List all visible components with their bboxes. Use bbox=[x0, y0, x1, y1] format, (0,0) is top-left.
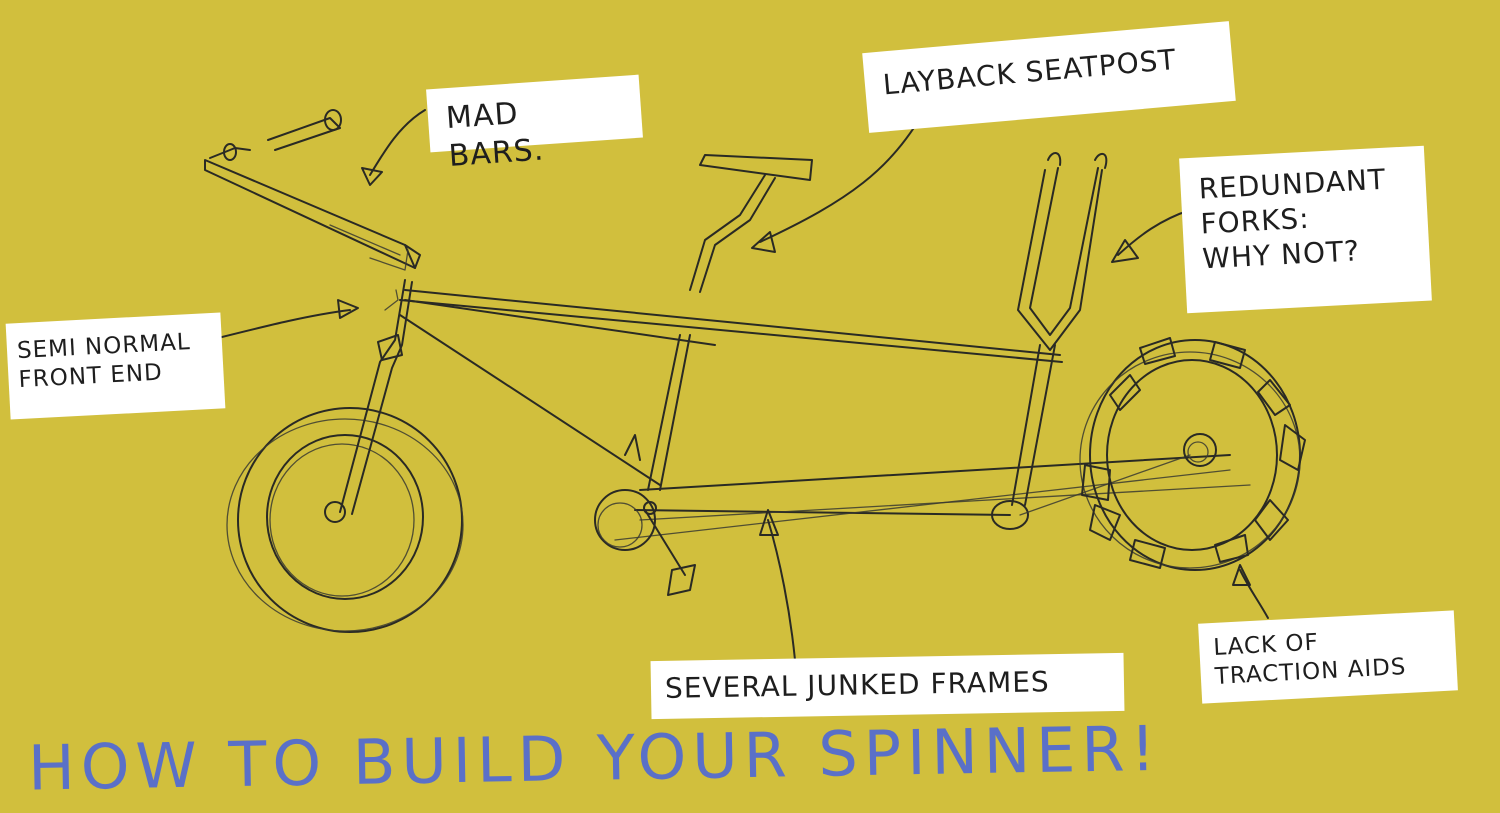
label-mad-bars-line: MAD BARS. bbox=[444, 96, 546, 174]
label-traction-aids: LACK OF TRACTION AIDS bbox=[1198, 610, 1458, 704]
main-frame bbox=[399, 289, 1251, 541]
rear-wheel bbox=[1079, 337, 1306, 571]
front-fork bbox=[339, 279, 413, 515]
handlebars bbox=[204, 109, 421, 271]
label-redundant-forks: REDUNDANT FORKS: WHY NOT? bbox=[1179, 145, 1432, 314]
label-seatpost-line: LAYBACK SEATPOST bbox=[881, 42, 1178, 102]
mid-crank bbox=[991, 454, 1191, 530]
label-frames-line: SEVERAL JUNKED FRAMES bbox=[664, 665, 1050, 705]
label-junked-frames: SEVERAL JUNKED FRAMES bbox=[650, 652, 1125, 720]
redundant-forks bbox=[1011, 152, 1108, 506]
crank bbox=[594, 489, 696, 596]
seat-post bbox=[647, 154, 813, 491]
label-front-end: SEMI NORMAL FRONT END bbox=[5, 312, 226, 420]
front-wheel bbox=[226, 407, 464, 633]
annotation-arrows bbox=[217, 109, 1269, 661]
label-mad-bars: MAD BARS. bbox=[426, 74, 643, 174]
